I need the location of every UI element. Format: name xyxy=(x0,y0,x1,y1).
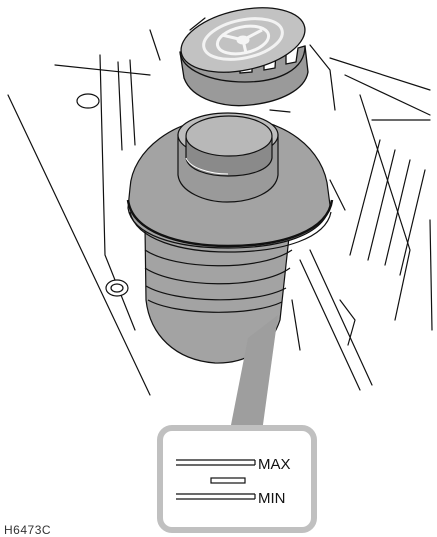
pressure-cap xyxy=(179,7,309,107)
max-level-line xyxy=(176,459,256,466)
max-label: MAX xyxy=(258,456,291,473)
mounting-holes xyxy=(76,93,129,297)
reservoir xyxy=(126,112,334,364)
callout-pointer xyxy=(230,315,278,432)
mid-level-marker xyxy=(210,477,246,484)
mounting-hole xyxy=(110,283,124,293)
min-level-line xyxy=(176,493,256,500)
figure-code: H6473C xyxy=(4,523,52,537)
level-callout: MAX MIN xyxy=(157,425,317,533)
min-label: MIN xyxy=(258,490,286,507)
engine-bay-linework xyxy=(7,17,433,396)
mounting-hole xyxy=(76,93,100,109)
steering-wheel-icon xyxy=(215,24,271,56)
